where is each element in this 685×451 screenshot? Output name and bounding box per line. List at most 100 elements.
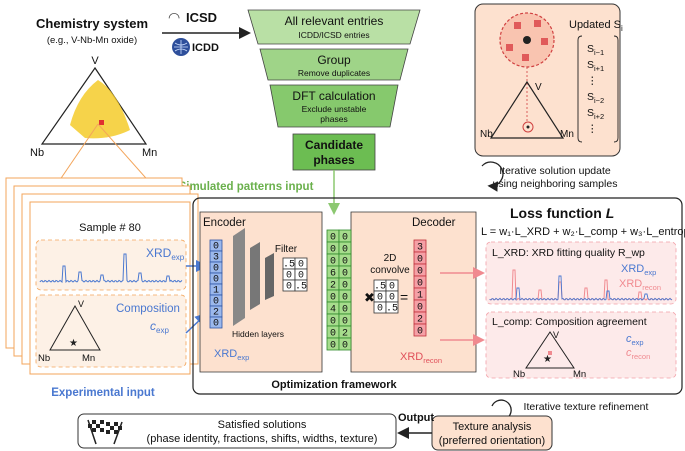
candidate-line1: Candidate bbox=[305, 138, 363, 152]
center-sample-icon bbox=[523, 36, 531, 44]
comp-loss-panel bbox=[485, 311, 677, 379]
texture-box-line2: (preferred orientation) bbox=[439, 435, 545, 447]
update-caption-2: using neighboring samples bbox=[493, 178, 618, 190]
update-mn: Mn bbox=[560, 129, 574, 140]
output-vector-value: 0 bbox=[417, 279, 423, 290]
optimization-framework-box bbox=[192, 197, 683, 395]
latent-matrix-value: 6 bbox=[330, 269, 336, 280]
latent-matrix-value: 0 bbox=[342, 245, 348, 256]
framework-label: Optimization framework bbox=[271, 379, 397, 391]
conv-label-1: 2D bbox=[384, 253, 397, 264]
filter-label: Filter bbox=[275, 244, 298, 255]
icdd-logo: ICDD bbox=[172, 38, 219, 56]
latent-matrix-value: 0 bbox=[330, 293, 336, 304]
database-funnel: All relevant entries ICDD/ICSD entries G… bbox=[247, 9, 421, 171]
sample-v: V bbox=[78, 299, 84, 309]
loss-formula: L = w₁·L_XRD + w₂·L_comp + w₃·L_entropy bbox=[481, 226, 685, 238]
step2-sub: Remove duplicates bbox=[298, 68, 370, 78]
sample-mn: Mn bbox=[82, 353, 95, 364]
vertex-v: V bbox=[91, 55, 99, 67]
latent-matrix-value: 2 bbox=[342, 329, 348, 340]
solutions-line2: (phase identity, fractions, shifts, widt… bbox=[147, 433, 378, 445]
kernel-value: .5 bbox=[374, 282, 386, 293]
loss-nb: Nb bbox=[513, 369, 525, 380]
recon-marker bbox=[548, 351, 552, 355]
funnel-step-group bbox=[259, 48, 409, 81]
vertex-nb: Nb bbox=[30, 147, 44, 159]
filter-cell bbox=[294, 279, 308, 292]
icsd-logo: ◠ ICSD bbox=[168, 9, 217, 25]
xrd-recon-vector-label: XRDrecon bbox=[400, 351, 442, 365]
latent-matrix-value: 0 bbox=[342, 257, 348, 268]
decoder-label: Decoder bbox=[412, 217, 456, 229]
star-icon-2: ★ bbox=[543, 354, 552, 365]
latent-matrix-value: 0 bbox=[342, 317, 348, 328]
composition-panel bbox=[35, 294, 187, 368]
latent-matrix-value: 0 bbox=[342, 233, 348, 244]
solutions-line1: Satisfied solutions bbox=[218, 419, 307, 431]
loss-xrd-exp-label: XRDexp bbox=[621, 263, 656, 277]
xrd-loss-panel bbox=[485, 241, 677, 305]
hidden-layer-2 bbox=[250, 242, 260, 310]
sample-title: Sample # 80 bbox=[79, 222, 141, 234]
checkered-flags-icon bbox=[87, 419, 123, 445]
loss-v: V bbox=[553, 330, 559, 340]
latent-matrix-value: 0 bbox=[342, 341, 348, 352]
latent-matrix-value: 0 bbox=[330, 233, 336, 244]
xrd-loss-title: L_XRD: XRD fitting quality R_wp bbox=[492, 247, 645, 259]
updated-s-title: Updated Si bbox=[569, 19, 623, 33]
texture-caption: Iterative texture refinement bbox=[524, 401, 649, 413]
xrd-exp-label: XRDexp bbox=[146, 246, 185, 262]
step3-title: DFT calculation bbox=[292, 89, 375, 103]
chem-title: Chemistry system bbox=[36, 16, 148, 31]
step1-sub: ICDD/ICSD entries bbox=[298, 30, 369, 40]
latent-matrix-value: 0 bbox=[342, 293, 348, 304]
neighbor-entry: ⋮ bbox=[587, 123, 598, 135]
updated-s-panel: V Nb Mn Updated Si Si−1Si+1⋮Si−2Si+2⋮ bbox=[474, 3, 623, 157]
input-vector-value: 0 bbox=[213, 275, 219, 286]
filter-value: .5 bbox=[283, 260, 295, 271]
loss-xrd-recon-label: XRDrecon bbox=[619, 278, 661, 292]
step1-title: All relevant entries bbox=[285, 14, 384, 28]
latent-matrix-value: 0 bbox=[342, 281, 348, 292]
input-vector-value: 1 bbox=[213, 286, 219, 297]
output-vector-value: 0 bbox=[417, 267, 423, 278]
output-vector-value: 1 bbox=[417, 291, 423, 302]
latent-matrix-value: 0 bbox=[330, 317, 336, 328]
solutions-box bbox=[77, 413, 397, 449]
neighbor-entry: Si+1 bbox=[587, 59, 604, 73]
step3-sub2: phases bbox=[320, 114, 347, 124]
candidate-line2: phases bbox=[313, 153, 355, 167]
latent-matrix-value: 0 bbox=[330, 341, 336, 352]
output-vector-value: 0 bbox=[417, 303, 423, 314]
filter-value: 0 bbox=[298, 271, 304, 282]
encoder-label: Encoder bbox=[203, 217, 246, 229]
input-vector-value: 0 bbox=[213, 242, 219, 253]
icsd-logo-text: ICSD bbox=[186, 10, 217, 25]
input-vector-value: 3 bbox=[213, 253, 219, 264]
conv-label-2: convolve bbox=[370, 265, 410, 276]
output-vector-value: 2 bbox=[417, 315, 423, 326]
icdd-logo-text: ICDD bbox=[192, 42, 219, 54]
experimental-input-label: Experimental input bbox=[51, 387, 155, 399]
comp-loss-title: L_comp: Composition agreement bbox=[492, 316, 647, 328]
vertex-mn: Mn bbox=[142, 147, 157, 159]
latent-matrix-value: 0 bbox=[330, 329, 336, 340]
funnel-step-dft bbox=[269, 84, 399, 128]
equals-sign: = bbox=[400, 289, 408, 305]
latent-matrix-value: 0 bbox=[330, 257, 336, 268]
c-exp-label: cexp bbox=[150, 319, 169, 335]
output-vector-value: 0 bbox=[417, 255, 423, 266]
update-ternary bbox=[489, 80, 565, 139]
output-vector-cell bbox=[413, 323, 427, 337]
encoder-shape bbox=[199, 211, 323, 373]
kernel-value: 0 bbox=[389, 293, 395, 304]
output-vector-value: 3 bbox=[417, 243, 423, 254]
input-vector-value: 0 bbox=[213, 297, 219, 308]
output-vector-value: 0 bbox=[417, 327, 423, 338]
icsd-logo-icon: ◠ bbox=[168, 9, 180, 25]
xrd-exp-pattern-2 bbox=[489, 275, 673, 301]
neighbor-entry: Si−1 bbox=[587, 43, 604, 57]
